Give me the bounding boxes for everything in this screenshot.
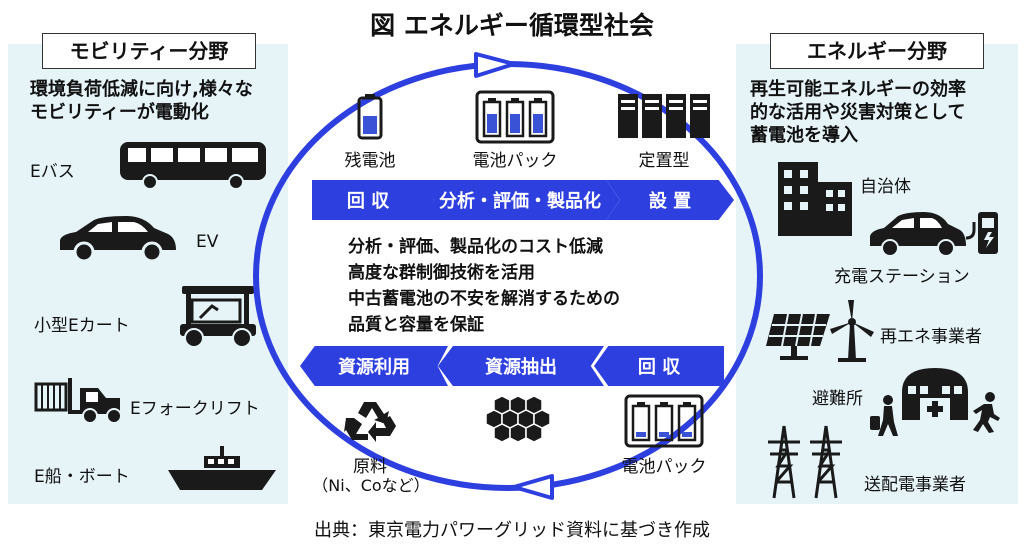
building-icon [778, 162, 852, 236]
bus-icon [120, 142, 266, 190]
renewable-operators-label: 再エネ事業者 [880, 327, 982, 347]
power-tower-icon [768, 425, 842, 499]
hexagon-cluster-icon [485, 395, 551, 443]
running-person-icon [973, 392, 1000, 433]
battery-pack-label: 電池パック [472, 151, 558, 171]
used-battery-pack-label: 電池パック [621, 457, 707, 477]
car-icon [60, 216, 176, 263]
e-boat-label: E船・ボート [34, 467, 130, 487]
mobility-panel [8, 44, 288, 504]
used-battery-pack-icon [624, 394, 704, 448]
mobility-description: 環境負荷低減に向け,様々な モビリティーが電動化 [30, 79, 253, 123]
e-forklift-label: Eフォークリフト [130, 399, 260, 419]
golf-cart-icon [180, 286, 256, 348]
solar-panel-icon [766, 313, 830, 360]
raw-material-label: 原料 [353, 457, 387, 477]
energy-description: 再生可能エネルギーの効率 的な活用や災害対策として 蓄電池を導入 [750, 79, 966, 146]
shelter-label: 避難所 [812, 389, 863, 409]
flow-resource-extract: 資源抽出 [438, 346, 604, 386]
shelter-icon [902, 368, 968, 420]
ev-label: EV [196, 232, 219, 252]
mobility-heading: モビリティー分野 [42, 33, 256, 69]
flow-install: 設 置 [606, 180, 734, 220]
transmission-operators-label: 送配電事業者 [864, 475, 966, 495]
page-title: 図 エネルギー循環型社会 [370, 11, 654, 40]
boat-icon [168, 446, 276, 490]
flow-collect: 回 収 [312, 180, 434, 220]
flow-analysis: 分析・評価・製品化 [420, 180, 620, 220]
point-cost: 分析・評価、製品化のコスト低減 [348, 237, 603, 257]
spent-battery-icon [357, 94, 383, 140]
e-bus-label: Eバス [30, 162, 75, 182]
stationary-storage-icon [618, 94, 710, 138]
charging-car-icon [870, 212, 998, 257]
flow-resource-use: 資源利用 [300, 346, 448, 386]
municipality-label: 自治体 [860, 177, 911, 197]
stationary-storage-label: 定置型 [638, 151, 690, 171]
raw-material-note: （Ni、Coなど） [312, 476, 430, 495]
energy-heading: エネルギー分野 [770, 33, 984, 69]
point-quality: 品質と容量を保証 [348, 315, 484, 335]
recycle-icon [344, 402, 396, 442]
small-e-cart-label: 小型Eカート [34, 316, 130, 336]
evacuee-icon [870, 395, 898, 436]
wind-turbine-icon [830, 300, 874, 362]
point-control: 高度な群制御技術を活用 [348, 263, 535, 283]
battery-pack-icon [475, 90, 555, 144]
charging-station-label: 充電ステーション [834, 267, 970, 287]
forklift-icon [34, 378, 122, 424]
spent-battery-label: 残電池 [344, 151, 396, 171]
point-anxiety: 中古蓄電池の不安を解消するための [348, 289, 620, 309]
source-note: 出典：東京電力パワーグリッド資料に基づき作成 [314, 520, 710, 541]
flow-collect-bottom: 回 収 [594, 346, 724, 386]
